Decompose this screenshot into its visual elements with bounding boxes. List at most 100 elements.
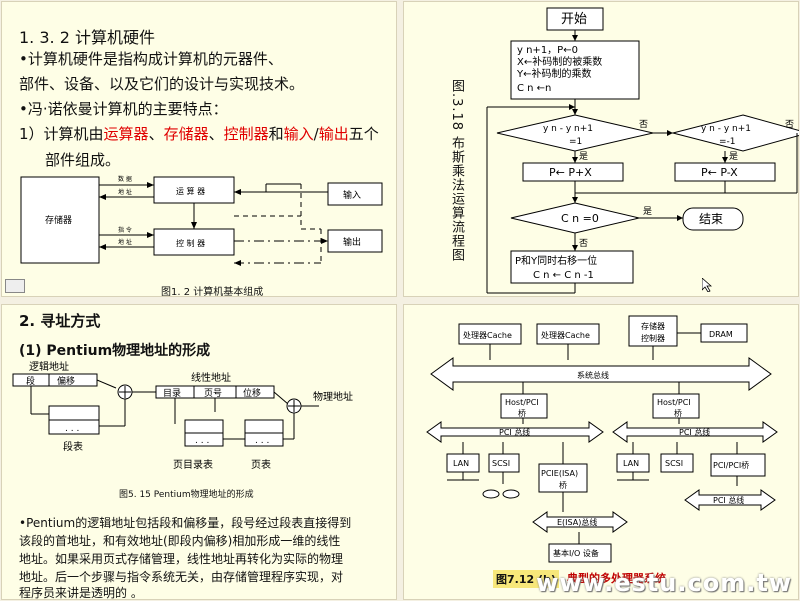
init-line1: y n+1，P←0 xyxy=(517,45,578,56)
pci-bus-2-arrow xyxy=(612,421,778,443)
slide3-para1: •Pentium的逻辑地址包括段和偏移量，段号经过段表直接得到 xyxy=(19,516,352,530)
init-line3: Y←补码制的乘数 xyxy=(516,67,592,80)
item1-and: 和 xyxy=(268,125,284,143)
site-watermark: www.estu.com.tw xyxy=(536,569,792,597)
linear-label: 线性地址 xyxy=(191,371,231,384)
item1-controller: 控制器 xyxy=(223,125,269,143)
cache1-label: 处理器Cache xyxy=(463,330,512,340)
pagedir-dots: . . . xyxy=(195,436,209,446)
item1-slash: / xyxy=(313,125,319,143)
hostpci1b-label: 桥 xyxy=(518,408,526,418)
pentium-address-diagram: 逻辑地址 段 偏移 线性地址 目录 页号 位移 物理地址 . . . 段表 . … xyxy=(12,360,353,471)
slide3-caption: 图5. 15 Pentium物理地址的形成 xyxy=(119,490,254,500)
end-label: 结束 xyxy=(699,212,723,226)
segtable-label: 段表 xyxy=(63,440,83,453)
yes2-label: 是 xyxy=(729,151,738,162)
yes3-label: 是 xyxy=(643,206,652,217)
system-bus-arrow xyxy=(430,357,772,391)
init-box xyxy=(510,40,640,100)
computer-structure-diagram: 存储器 运 算 器 控 制 器 输入 输出 数 据 地 址 指 令 地 址 xyxy=(20,175,383,266)
slide-addressing: 2. 寻址方式 (1) Pentium物理地址的形成 逻辑地址 段 xyxy=(1,304,397,600)
no1-label: 否 xyxy=(639,119,648,130)
dir-label: 目录 xyxy=(163,388,181,399)
shift-box xyxy=(510,250,634,284)
cond1b-label: =1 xyxy=(569,137,582,147)
cond3-label: C n =0 xyxy=(561,212,599,225)
slide4-caption-text: 典型的多处理器系统 xyxy=(567,572,666,585)
item1-prefix: 1）计算机由 xyxy=(19,125,104,143)
input-label: 输入 xyxy=(343,189,361,201)
pcieisa1-label: PCIE(ISA) xyxy=(541,469,578,478)
start-label: 开始 xyxy=(561,12,587,27)
end-box xyxy=(682,207,744,231)
memctrl-label-2: 控制器 xyxy=(641,333,665,343)
disp-label: 位移 xyxy=(243,387,261,399)
slide3-para4: 地址。后一个步骤与指令系统无关，由存储管理程序实现，对 xyxy=(19,570,344,584)
item1-output: 输出 xyxy=(318,125,349,143)
pcibus3-label: PCI 总线 xyxy=(713,495,744,505)
hostpci2-label: Host/PCI xyxy=(657,398,691,407)
slide-booth-flowchart: 图.3.18 布斯乘法运算流程图 开始 xyxy=(403,1,799,297)
slide1-item1: 1）计算机由运算器、存储器、控制器和输入/输出五个 xyxy=(19,123,379,144)
add-label: P← P+X xyxy=(549,166,592,179)
slide1-caption: 图1. 2 计算机基本组成 xyxy=(161,287,264,297)
mouse-pointer-icon xyxy=(702,278,712,292)
slide1-heading: 1. 3. 2 计算机硬件 xyxy=(19,28,155,47)
cond2-diamond xyxy=(672,114,799,152)
system-bus-label: 系统总线 xyxy=(577,370,609,380)
slide3-subheading: (1) Pentium物理地址的形成 xyxy=(19,343,211,359)
pci-bus-3-arrow xyxy=(684,489,776,511)
memory-box xyxy=(20,176,100,264)
shift-line2: C n ← C n -1 xyxy=(533,270,594,281)
no2-label: 否 xyxy=(785,119,794,130)
scsi1-label: SCSI xyxy=(492,459,510,468)
yes1-label: 是 xyxy=(579,151,588,162)
pagedir-label: 页目录表 xyxy=(173,458,213,471)
item1-alu: 运算器 xyxy=(103,125,149,143)
eisabus-label: E(ISA)总线 xyxy=(557,517,597,527)
slide4-caption-number: 图7.12 (b) xyxy=(493,570,559,588)
item1-input: 输入 xyxy=(283,125,314,143)
memctrl-label-1: 存储器 xyxy=(641,321,665,331)
init-line2: X←补码制的被乘数 xyxy=(517,55,602,68)
multiprocessor-diagram: 处理器Cache 处理器Cache 存储器 控制器 DRAM 系统总线 Host… xyxy=(426,315,778,563)
instr-label: 指 令 xyxy=(118,226,132,234)
alu-box xyxy=(153,176,235,204)
addr-label-1: 地 址 xyxy=(118,188,132,196)
addr-label-2: 地 址 xyxy=(118,238,132,246)
slide1-item1-line2: 部件组成。 xyxy=(45,151,121,169)
cond2-label: y n - y n+1 xyxy=(701,124,751,134)
lan2-label: LAN xyxy=(623,459,639,468)
pagetable-label: 页表 xyxy=(251,458,271,471)
logical-label: 逻辑地址 xyxy=(29,360,69,373)
cache2-label: 处理器Cache xyxy=(541,330,590,340)
input-box xyxy=(327,182,383,206)
memory-label: 存储器 xyxy=(45,214,72,226)
booth-flowchart: 开始 y n+1，P←0 X←补码制的被乘数 Y←补码制的乘数 C n ←n y… xyxy=(486,7,799,294)
item1-sep2: 、 xyxy=(208,125,224,143)
slide3-para3: 地址。如果采用页式存储管理，线性地址再转化为实际的物理 xyxy=(19,552,344,566)
slide-nav-icon[interactable] xyxy=(5,279,25,293)
page-label: 页号 xyxy=(204,388,222,399)
hostpci2b-label: 桥 xyxy=(674,408,682,418)
item1-memory: 存储器 xyxy=(163,125,209,143)
pagetable-dots: . . . xyxy=(255,436,269,446)
cond2b-label: =-1 xyxy=(719,137,736,147)
alu-label: 运 算 器 xyxy=(176,186,205,196)
slide1-bullet1a: •计算机硬件是指构成计算机的元器件、 xyxy=(19,50,283,68)
pcibus1-label: PCI 总线 xyxy=(499,427,530,437)
seg-label: 段 xyxy=(26,375,35,387)
slide3-para5: 程序员来讲是透明的 。 xyxy=(19,586,143,600)
hostpci1-label: Host/PCI xyxy=(505,398,539,407)
lan1-label: LAN xyxy=(453,459,469,468)
item1-suffix: 五个 xyxy=(348,125,379,143)
offset-label: 偏移 xyxy=(57,375,75,387)
item1-sep1: 、 xyxy=(148,125,164,143)
shift-line1: P和Y同时右移一位 xyxy=(515,254,597,267)
pcibus2-label: PCI 总线 xyxy=(679,427,710,437)
scsi2-label: SCSI xyxy=(665,459,683,468)
cond1-label: y n - y n+1 xyxy=(543,124,593,134)
sub-label: P← P-X xyxy=(701,166,738,179)
eisa-bus-arrow xyxy=(532,511,628,533)
flowchart-vertical-caption: 图.3.18 布斯乘法运算流程图 xyxy=(449,79,464,263)
